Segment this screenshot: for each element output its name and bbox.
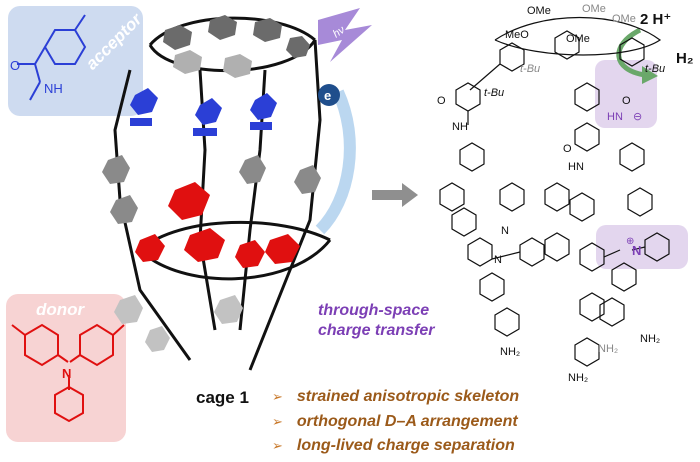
ome-label-4: OMe <box>566 33 590 45</box>
o-label-1: O <box>437 95 446 107</box>
n-plus-charge: ⊕ <box>626 236 634 247</box>
acceptor-nh: NH <box>44 81 63 96</box>
lightning-icon <box>318 8 372 62</box>
nh2-label-4: NH₂ <box>640 333 660 345</box>
hydrogen-label: H₂ <box>676 50 694 67</box>
amine-radical-highlight <box>596 225 688 269</box>
n-label-2: N <box>494 254 502 266</box>
hn-label-1: HN <box>568 161 584 173</box>
charge-transfer-line1: through-space <box>318 302 430 319</box>
charge-transfer-line2: charge transfer <box>318 322 435 339</box>
bullet-text-2: orthogonal D–A arrangement <box>296 413 518 430</box>
bullet-text-1: strained anisotropic skeleton <box>296 388 520 405</box>
bullet-text-3: long-lived charge separation <box>296 437 515 454</box>
nh-label-1: NH <box>452 121 468 133</box>
bullet-arrow-icon: ➢ <box>272 414 283 429</box>
bullet-item-2: ➢ orthogonal D–A arrangement <box>272 413 518 431</box>
cage-lower-rings <box>114 295 243 352</box>
donor-panel <box>6 294 126 442</box>
n-label-1: N <box>501 225 509 237</box>
ome-label-3: OMe <box>612 13 636 25</box>
tbu-label-1: t-Bu <box>520 63 540 75</box>
donor-tag: donor <box>36 300 85 319</box>
product-structure <box>439 16 670 367</box>
n-plus-label: N <box>632 243 641 258</box>
electron-label: e <box>324 88 331 103</box>
cage-donor-units <box>135 182 300 268</box>
cage-acceptor-units <box>130 88 277 136</box>
nh2-label-1: NH₂ <box>500 346 520 358</box>
bullet-arrow-icon: ➢ <box>272 438 283 453</box>
meo-label: MeO <box>505 29 529 41</box>
reaction-arrow <box>372 183 418 207</box>
amide-oxygen-label: O <box>622 95 631 107</box>
tbu-label-3: t-Bu <box>645 63 665 75</box>
proton-reduction-arrow <box>616 27 646 78</box>
o-label-2: O <box>563 143 572 155</box>
bullet-arrow-icon: ➢ <box>272 389 283 404</box>
acceptor-molecule <box>17 14 87 101</box>
electron-path-glow <box>315 89 356 235</box>
cage-label: cage 1 <box>196 388 249 407</box>
donor-molecule <box>11 323 125 423</box>
ome-label-2: OMe <box>582 3 606 15</box>
cage-top-rings-light <box>173 50 252 78</box>
bullet-item-1: ➢ strained anisotropic skeleton <box>272 388 519 406</box>
electron-icon <box>318 84 340 106</box>
nh2-label-2: NH₂ <box>568 372 588 384</box>
proton-reduction-arrow-head <box>642 66 658 84</box>
nh2-label-3: NH₂ <box>598 343 618 355</box>
hn-label-2: HN <box>607 111 623 123</box>
amide-minus-label: ⊖ <box>633 111 642 123</box>
acceptor-oxygen: O <box>10 58 20 73</box>
ome-label-1: OMe <box>527 5 551 17</box>
donor-n: N <box>62 366 71 381</box>
protons-label: 2 H⁺ <box>640 11 672 28</box>
cage-side-rings <box>102 155 321 224</box>
tbu-label-2: t-Bu <box>484 87 504 99</box>
bullet-item-3: ➢ long-lived charge separation <box>272 437 515 455</box>
cage-top-rings <box>163 15 310 58</box>
